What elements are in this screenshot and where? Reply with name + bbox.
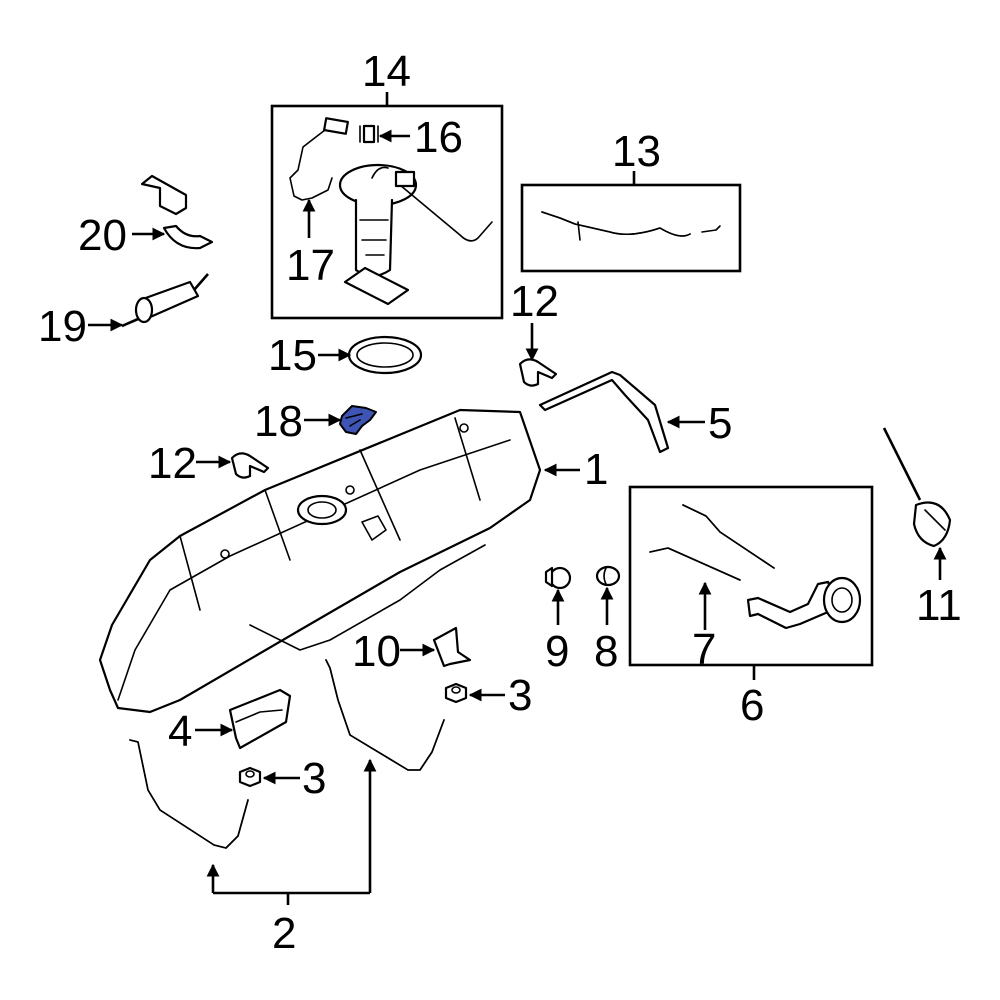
callout-8[interactable]: 8	[594, 627, 619, 676]
callout-6[interactable]: 6	[740, 681, 765, 730]
callout-16[interactable]: 16	[414, 113, 463, 162]
callout-20[interactable]: 20	[78, 211, 127, 260]
part-4-bracket[interactable]	[228, 688, 292, 750]
part-3-nut-lower[interactable]	[238, 766, 262, 788]
box-13-fuel-line[interactable]	[520, 171, 742, 273]
callout-9[interactable]: 9	[545, 627, 570, 676]
callout-17[interactable]: 17	[286, 241, 335, 290]
part-10-shield[interactable]	[432, 626, 472, 668]
callout-18[interactable]: 18	[254, 397, 303, 446]
callout-12-right[interactable]: 12	[510, 277, 559, 326]
part-6-filler-neck[interactable]	[746, 576, 862, 630]
callout-13[interactable]: 13	[612, 127, 661, 176]
callout-12-left[interactable]: 12	[148, 439, 197, 488]
callout-19[interactable]: 19	[38, 302, 87, 351]
part-9-grommet[interactable]	[544, 566, 572, 590]
callout-5[interactable]: 5	[708, 399, 733, 448]
callout-1[interactable]: 1	[584, 445, 609, 494]
callout-14[interactable]: 14	[362, 47, 411, 96]
part-1-fuel-tank[interactable]	[98, 408, 542, 714]
part-11-fuel-cap[interactable]	[882, 427, 952, 548]
part-5-heat-shield[interactable]	[538, 370, 670, 454]
callout-3-lower[interactable]: 3	[302, 754, 327, 803]
callout-7[interactable]: 7	[692, 625, 717, 674]
callout-4[interactable]: 4	[168, 707, 193, 756]
part-7-filler-hose[interactable]	[649, 547, 741, 581]
part-2-strap-right[interactable]	[325, 659, 445, 771]
part-6-vent-tube[interactable]	[682, 504, 775, 569]
part-3-nut-upper[interactable]	[444, 682, 468, 704]
part-18-selected-component[interactable]	[339, 405, 377, 435]
box-6-filler-pipe-assembly[interactable]	[628, 485, 874, 680]
part-17-wiring-harness[interactable]	[289, 129, 333, 201]
part-16-fuel-pump-harness-connector[interactable]	[323, 117, 379, 144]
part-15-lock-ring[interactable]	[347, 335, 423, 375]
callout-15[interactable]: 15	[268, 331, 317, 380]
callout-3-upper[interactable]: 3	[508, 671, 533, 720]
part-2-strap-left[interactable]	[129, 739, 249, 849]
part-13-fuel-line[interactable]	[541, 211, 721, 241]
callout-10[interactable]: 10	[352, 627, 401, 676]
part-19-fuel-filter[interactable]	[121, 273, 209, 328]
callout-11[interactable]: 11	[916, 581, 962, 630]
part-14-fuel-pump[interactable]	[338, 163, 493, 306]
leader-lines	[88, 129, 947, 905]
part-12-clip-right[interactable]	[518, 358, 558, 387]
part-20-filter-bracket[interactable]	[140, 174, 214, 250]
part-12-clip-left[interactable]	[230, 452, 270, 479]
callout-2[interactable]: 2	[272, 909, 297, 958]
part-8-cap-plug[interactable]	[595, 565, 621, 587]
